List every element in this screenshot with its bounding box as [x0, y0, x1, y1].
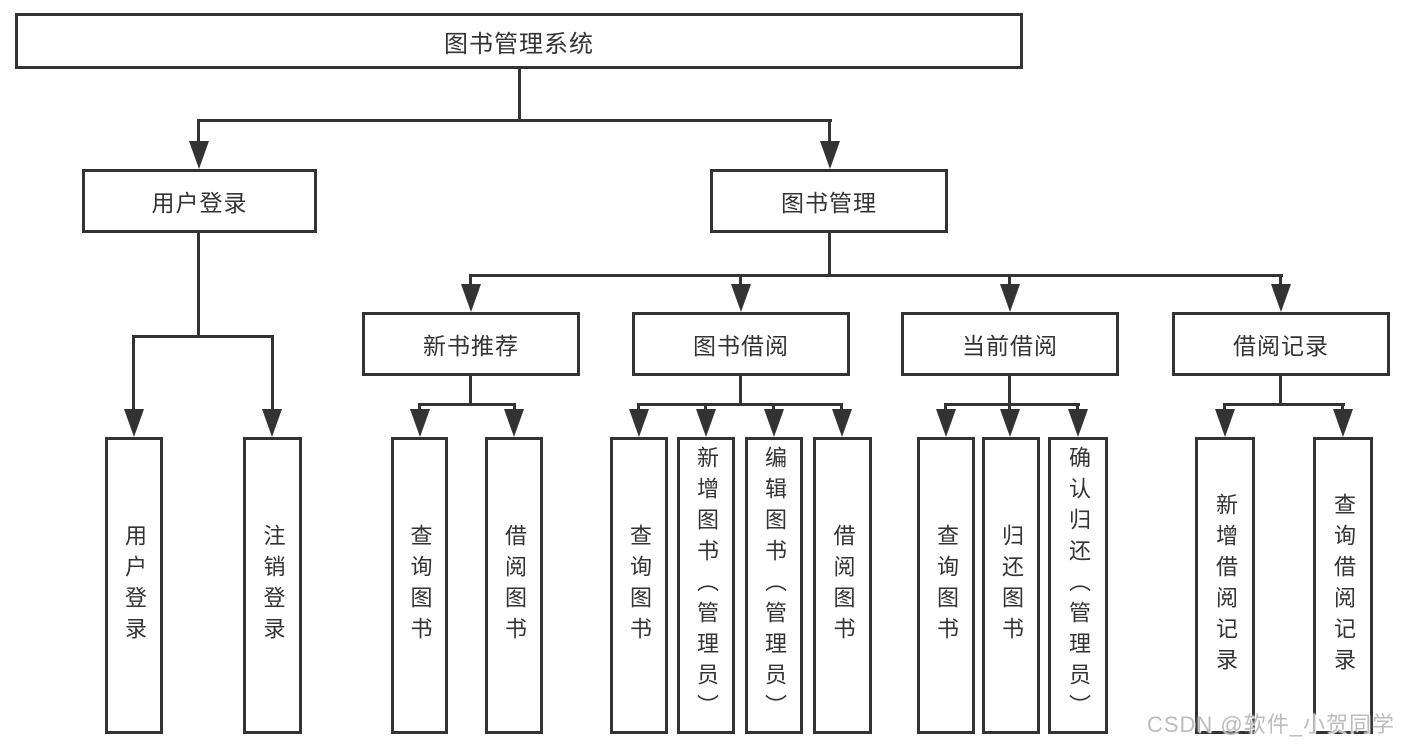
- connector-leaf-shaft: [704, 403, 707, 413]
- arrow-down-icon: [936, 409, 956, 437]
- connector-leaf-shaft: [1341, 403, 1344, 413]
- connector-section-branch: [1223, 403, 1345, 406]
- node-label: 新增借阅记录: [1213, 492, 1238, 679]
- arrow-down-icon: [1068, 409, 1088, 437]
- connector-leaf-shaft: [944, 403, 947, 413]
- node-label: 新增图书（管理员）: [694, 446, 719, 725]
- arrow-down-icon: [1000, 409, 1020, 437]
- connector-leaf-shaft: [1008, 403, 1011, 413]
- node-borrow-books: 借阅图书: [813, 437, 872, 734]
- connector-user-login-stem: [197, 233, 200, 337]
- node-book-management: 图书管理: [710, 169, 948, 233]
- node-label: 归还图书: [999, 523, 1024, 648]
- arrow-down-icon: [124, 409, 144, 437]
- connector-leaf-shaft: [840, 403, 843, 413]
- node-label: 借阅图书: [830, 523, 856, 648]
- arrow-down-icon: [1271, 284, 1291, 312]
- node-label: 新书推荐: [423, 333, 519, 359]
- node-label: 图书借阅: [693, 333, 789, 359]
- connector-leaf-shaft: [637, 403, 640, 413]
- arrow-down-icon: [1333, 409, 1353, 437]
- node-borrow-books: 借阅图书: [485, 437, 543, 734]
- connector-book-management-branch: [470, 274, 1283, 277]
- node-label: 编辑图书（管理员）: [762, 446, 787, 725]
- connector-leaf-shaft: [132, 335, 135, 413]
- connector-leaf-shaft: [772, 403, 775, 413]
- arrow-down-icon: [696, 409, 716, 437]
- connector-section-stem: [739, 376, 742, 406]
- connector-root-stem: [518, 69, 521, 121]
- node-label: 当前借阅: [962, 333, 1058, 359]
- node-label: 用户登录: [151, 190, 248, 216]
- node-label: 查询借阅记录: [1331, 492, 1356, 679]
- node-label: 用户登录: [122, 523, 147, 648]
- node-new-book-recommendation: 新书推荐: [362, 312, 580, 376]
- node-query-books: 查询图书: [917, 437, 975, 734]
- node-label: 注销登录: [260, 523, 286, 648]
- arrow-down-icon: [764, 409, 784, 437]
- arrow-down-icon: [262, 409, 282, 437]
- connector-section-stem: [1008, 376, 1011, 406]
- connector-section-branch: [944, 403, 1080, 406]
- arrow-down-icon: [629, 409, 649, 437]
- node-label: 确认归还（管理员）: [1066, 446, 1091, 725]
- watermark: CSDN @软件_小贺同学: [1146, 712, 1395, 737]
- connector-leaf-shaft: [1223, 403, 1226, 413]
- node-label: 查询图书: [627, 523, 652, 648]
- connector-user-login-shaft: [197, 119, 200, 145]
- connector-section-shaft: [1279, 274, 1282, 288]
- connector-user-login-branch: [132, 335, 274, 338]
- connector-leaf-shaft: [513, 403, 516, 413]
- node-query-borrow-record: 查询借阅记录: [1313, 437, 1373, 734]
- connector-book-management-stem: [828, 233, 831, 277]
- node-query-books: 查询图书: [391, 437, 448, 734]
- connector-section-shaft: [1008, 274, 1011, 288]
- node-library-management-system: 图书管理系统: [15, 13, 1023, 69]
- node-borrowing-records: 借阅记录: [1172, 312, 1390, 376]
- arrow-down-icon: [1215, 409, 1235, 437]
- node-label: 查询图书: [407, 523, 433, 648]
- node-query-books: 查询图书: [610, 437, 668, 734]
- node-label: 借阅图书: [502, 523, 527, 648]
- node-label: 图书管理: [781, 190, 877, 216]
- node-return-books: 归还图书: [982, 437, 1040, 734]
- node-label: 借阅记录: [1233, 333, 1329, 359]
- node-user-login-leaf: 用户登录: [105, 437, 163, 734]
- node-book-borrowing: 图书借阅: [632, 312, 850, 376]
- connector-section-branch: [637, 403, 843, 406]
- node-current-borrowing: 当前借阅: [901, 312, 1119, 376]
- node-label: 查询图书: [934, 523, 959, 648]
- arrow-down-icon: [820, 141, 840, 169]
- arrow-down-icon: [410, 409, 430, 437]
- connector-book-management-shaft: [828, 119, 831, 145]
- arrow-down-icon: [731, 284, 751, 312]
- node-label: 图书管理系统: [444, 30, 594, 58]
- node-edit-books-admin: 编辑图书（管理员）: [745, 437, 803, 734]
- connector-section-stem: [1279, 376, 1282, 406]
- arrow-down-icon: [189, 141, 209, 169]
- connector-section-stem: [469, 376, 472, 406]
- connector-leaf-shaft: [418, 403, 421, 413]
- connector-section-branch: [418, 403, 516, 406]
- connector-section-shaft: [469, 274, 472, 288]
- connector-root-branch: [198, 119, 832, 122]
- connector-leaf-shaft: [1076, 403, 1079, 413]
- node-user-login: 用户登录: [82, 169, 317, 233]
- connector-leaf-shaft: [271, 335, 274, 413]
- arrow-down-icon: [832, 409, 852, 437]
- node-add-borrow-record: 新增借阅记录: [1195, 437, 1255, 734]
- node-confirm-return-admin: 确认归还（管理员）: [1048, 437, 1108, 734]
- connector-section-shaft: [739, 274, 742, 288]
- arrow-down-icon: [461, 284, 481, 312]
- arrow-down-icon: [504, 409, 524, 437]
- arrow-down-icon: [1000, 284, 1020, 312]
- node-logout: 注销登录: [243, 437, 302, 734]
- node-add-books-admin: 新增图书（管理员）: [677, 437, 735, 734]
